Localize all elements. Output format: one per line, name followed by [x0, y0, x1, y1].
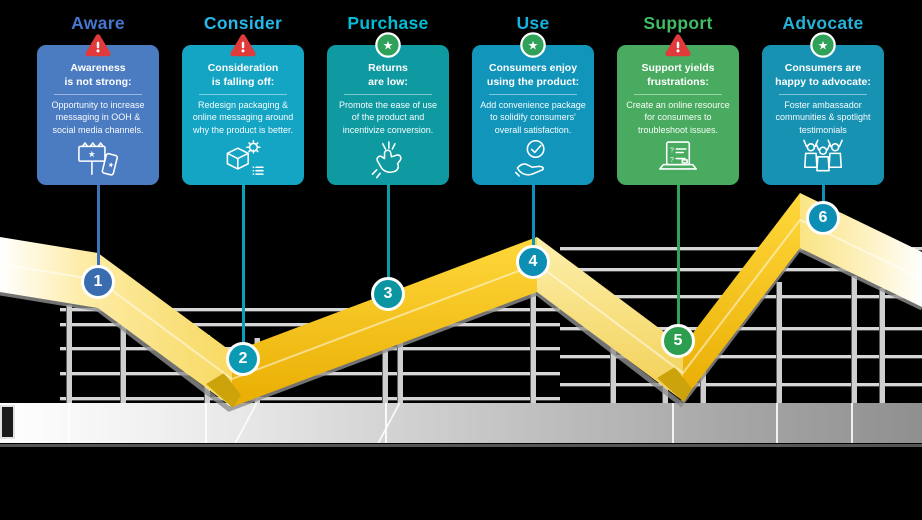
card-divider	[634, 94, 722, 96]
stage-card-advocate: ★ Consumers are happy to advocate: Foste…	[762, 32, 884, 185]
svg-text:★: ★	[818, 38, 829, 52]
truss-rail	[60, 308, 560, 312]
truss-post	[879, 288, 885, 403]
truss-rail	[560, 383, 922, 387]
journey-marker-5: 5	[661, 324, 695, 358]
ground-seam	[851, 403, 853, 443]
ground-seam	[205, 403, 207, 443]
truss-rail	[560, 247, 922, 251]
connector-line-4	[531, 185, 535, 262]
svg-text:?: ?	[670, 147, 674, 154]
package-redesign-icon	[226, 139, 264, 175]
ground-shadow	[0, 444, 922, 447]
truss-post	[397, 300, 403, 403]
card-divider	[779, 94, 867, 96]
star-icon: ★	[375, 32, 401, 58]
truss-post	[776, 282, 782, 403]
snap-fingers-icon	[371, 140, 402, 179]
card-divider	[489, 94, 577, 96]
stage-title-aware: Aware	[71, 13, 125, 33]
connector-line-1	[96, 185, 100, 282]
svg-text:?: ?	[670, 157, 674, 164]
card-heading: Returns are low:	[368, 62, 408, 88]
truss-post	[120, 320, 126, 403]
star-icon: ★	[810, 32, 836, 58]
svg-text:★: ★	[88, 149, 96, 159]
stage-card-purchase: ★ Returns are low: Promote the ease of u…	[327, 32, 449, 185]
card-heading: Awareness is not strong:	[64, 62, 132, 88]
journey-marker-1: 1	[81, 265, 115, 299]
truss-post	[530, 250, 536, 403]
card-heading: Support yields frustrations:	[641, 62, 715, 88]
card-body: Opportunity to increase messaging in OOH…	[51, 100, 145, 135]
ground-seam	[672, 403, 674, 443]
truss-rail	[560, 355, 922, 359]
svg-text:★: ★	[107, 160, 115, 169]
journey-marker-4: 4	[516, 245, 550, 279]
ground-seam	[776, 403, 778, 443]
hand-check-icon	[514, 139, 545, 177]
connector-line-3	[386, 185, 390, 294]
stage-title-consider: Consider	[203, 13, 283, 33]
advocates-icon	[803, 139, 843, 172]
support-site-icon: ? ?	[659, 140, 697, 170]
connector-line-5	[676, 185, 680, 341]
stage-card-support: Support yields frustrations: Create an o…	[617, 34, 739, 185]
stage-title-purchase: Purchase	[347, 13, 429, 33]
billboard-phone-icon: ★ ★	[78, 141, 119, 176]
stage-title-use: Use	[516, 13, 550, 33]
stage-card-aware: Awareness is not strong: Opportunity to …	[37, 34, 159, 185]
card-heading: Consideration is falling off:	[207, 62, 279, 88]
card-body: Create an online resource for consumers …	[626, 100, 730, 135]
card-heading: Consumers enjoy using the product:	[486, 62, 580, 88]
star-icon: ★	[520, 32, 546, 58]
stage-title-advocate: Advocate	[782, 13, 864, 33]
ground-seam	[68, 403, 70, 443]
card-divider	[344, 94, 432, 96]
card-body: Foster ambassador communities & spotligh…	[775, 100, 871, 135]
warning-icon	[230, 34, 256, 57]
ground-band	[0, 403, 922, 443]
card-body: Add convenience package to solidify cons…	[480, 100, 586, 135]
svg-text:★: ★	[383, 38, 394, 52]
card-divider	[199, 94, 287, 96]
truss-post	[66, 305, 72, 403]
truss-rail	[60, 397, 560, 401]
ground-seam	[385, 403, 387, 443]
card-divider	[54, 94, 142, 96]
card-heading: Consumers are happy to advocate:	[775, 62, 871, 88]
truss-post	[851, 276, 857, 403]
card-body: Redesign packaging & online messaging ar…	[192, 100, 294, 135]
ground-endcap	[0, 405, 15, 439]
svg-text:★: ★	[528, 38, 539, 52]
warning-icon	[85, 34, 111, 57]
connector-line-2	[241, 185, 245, 359]
stage-title-support: Support	[643, 13, 713, 33]
stage-card-use: ★ Consumers enjoy using the product: Add…	[472, 32, 594, 185]
journey-marker-3: 3	[371, 277, 405, 311]
card-body: Promote the ease of use of the product a…	[338, 100, 438, 135]
journey-marker-2: 2	[226, 342, 260, 376]
stage-card-consider: Consideration is falling off: Redesign p…	[182, 34, 304, 185]
warning-icon	[665, 34, 691, 57]
journey-marker-6: 6	[806, 201, 840, 235]
